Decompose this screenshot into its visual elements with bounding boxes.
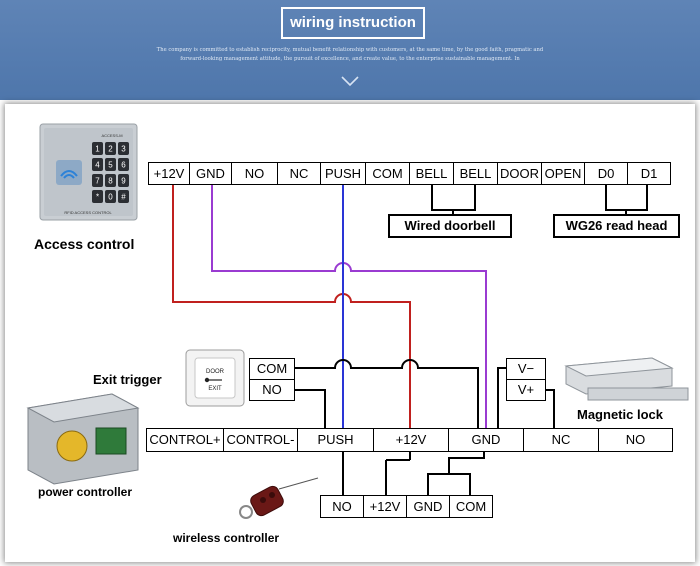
power-terminal-control-plus: CONTROL+: [146, 428, 224, 452]
keypad-key-label: *: [96, 193, 99, 202]
wireless-controller-caption: wireless controller: [173, 531, 280, 545]
power-terminal-nc: NC: [523, 428, 599, 452]
access-terminal-bell-1: BELL: [409, 162, 454, 185]
keypad-key: [92, 142, 103, 155]
keypad-key-label: 5: [108, 161, 113, 170]
keypad-key: [105, 158, 116, 171]
keypad-brand: ACCESS-M: [101, 133, 122, 138]
access-terminal-door: DOOR: [497, 162, 542, 185]
access-terminal-nc: NC: [277, 162, 321, 185]
power-terminal-control-minus: CONTROL-: [223, 428, 298, 452]
exit-button-exit-text: EXIT: [208, 386, 222, 392]
access-terminal-push: PUSH: [320, 162, 366, 185]
keypad-key-label: 4: [95, 161, 100, 170]
keypad-key: [92, 158, 103, 171]
keypad-key-label: 6: [121, 161, 126, 170]
keypad-key: [105, 142, 116, 155]
keypad-key: [105, 190, 116, 203]
exit-button-device: DOOR EXIT: [185, 349, 245, 407]
exit-terminal-com: COM: [249, 358, 295, 380]
power-terminal-no: NO: [598, 428, 673, 452]
power-terminal-gnd: GND: [448, 428, 524, 452]
black-wire-wireless-gnd: [427, 473, 471, 495]
keypad-key-label: 8: [108, 177, 113, 186]
chevron-down-icon: [341, 76, 359, 87]
banner-description: The company is committed to establish re…: [156, 47, 544, 62]
keypad-key-label: 1: [95, 145, 100, 154]
wg26-read-head-label: WG26 read head: [553, 214, 680, 238]
magnetic-lock-device: [564, 357, 689, 401]
access-terminal-open: OPEN: [541, 162, 585, 185]
access-terminal-com: COM: [365, 162, 410, 185]
access-terminal-12v: +12V: [148, 162, 190, 185]
keypad-key-label: 0: [108, 193, 113, 202]
access-control-caption: Access control: [34, 236, 135, 252]
power-controller-caption: power controller: [38, 485, 133, 499]
keypad-key: [118, 174, 129, 187]
keypad-key: [118, 190, 129, 203]
power-terminal-push: PUSH: [297, 428, 374, 452]
keypad-key-label: 7: [95, 177, 100, 186]
keypad-key: [92, 174, 103, 187]
exit-button-door-text: DOOR: [206, 369, 225, 375]
exit-terminal-no: NO: [249, 379, 295, 401]
wireless-terminal-no: NO: [320, 495, 364, 518]
access-terminal-gnd: GND: [189, 162, 232, 185]
keypad-key-label: 9: [121, 177, 126, 186]
keypad-key: [92, 190, 103, 203]
banner-title: wiring instruction: [281, 7, 425, 39]
access-terminal-no: NO: [231, 162, 278, 185]
keypad-key-label: 2: [108, 145, 113, 154]
keypad-key: [105, 174, 116, 187]
keypad-key-label: 3: [121, 145, 126, 154]
keypad-footer: RFID ACCESS CONTROL: [64, 210, 112, 215]
wired-doorbell-label: Wired doorbell: [388, 214, 512, 238]
access-terminal-bell-2: BELL: [453, 162, 498, 185]
magnetic-lock-caption: Magnetic lock: [577, 407, 663, 422]
lock-terminal-v-plus: V+: [506, 379, 546, 401]
exit-trigger-caption: Exit trigger: [93, 372, 162, 387]
access-terminal-d1: D1: [627, 162, 671, 185]
wireless-terminal-gnd: GND: [406, 495, 450, 518]
keypad-key-label: #: [121, 193, 126, 202]
access-terminal-d0: D0: [584, 162, 628, 185]
power-controller-device: [26, 393, 140, 485]
keypad-key: [118, 158, 129, 171]
wireless-terminal-12v: +12V: [363, 495, 407, 518]
header-banner: wiring instruction The company is commit…: [0, 0, 700, 100]
black-wire-lock-v-minus: [497, 367, 506, 430]
black-wire-exit-com: [295, 359, 479, 430]
lock-terminal-v-minus: V−: [506, 358, 546, 380]
black-wire-lock-v-plus: [545, 389, 555, 430]
power-terminal-12v: +12V: [373, 428, 449, 452]
wireless-terminal-com: COM: [449, 495, 493, 518]
black-wire-exit-no: [295, 389, 326, 430]
wireless-remote-device: [239, 477, 319, 519]
keypad-key: [118, 142, 129, 155]
